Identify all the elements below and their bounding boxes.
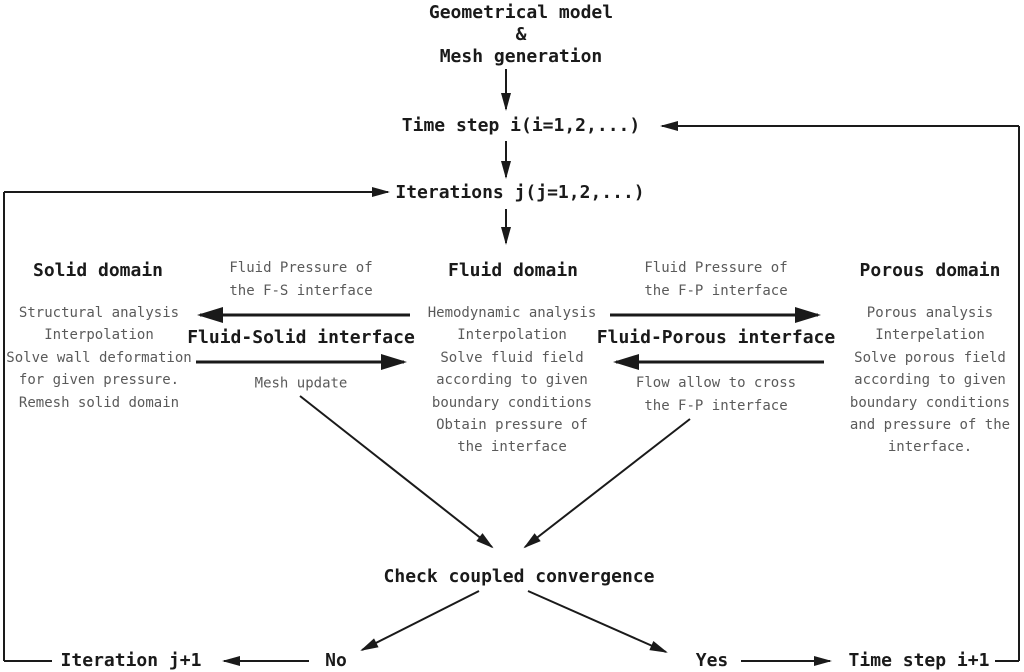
fp-interface-top-label-line: Fluid Pressure of (644, 260, 788, 276)
fluid-domain-line: the interface (457, 439, 567, 456)
yes-branch-label: Yes (695, 650, 729, 671)
porous-domain-line: and pressure of the (849, 417, 1011, 434)
solid-domain-line: for given pressure. (18, 372, 180, 389)
fluid-domain-line: Obtain pressure of (436, 417, 588, 434)
fluid-domain-title: Fluid domain (447, 260, 579, 281)
fs-interface-bottom-label: Mesh update (254, 375, 348, 392)
arrow-check-to-no (360, 590, 480, 651)
porous-domain-line: according to given (854, 372, 1006, 389)
geometrical-model-line2: & (515, 24, 527, 45)
solid-domain-line: Remesh solid domain (18, 394, 180, 411)
fs-interface-top-label-line: Fluid Pressure of (229, 260, 373, 276)
solid-domain-line: Solve wall deformation (6, 349, 192, 366)
fp-interface-top-label-line: the F-P interface (644, 283, 788, 299)
solid-domain-title: Solid domain (32, 260, 164, 281)
fs-interface-title: Fluid-Solid interface (187, 327, 415, 348)
porous-domain-line: interface. (887, 439, 973, 456)
arrow-check-to-yes (527, 590, 668, 653)
fs-interface-top-label: Fluid Pressure of the F-S interface (229, 257, 372, 303)
iterations-node: Iterations j(j=1,2,...) (395, 182, 645, 203)
porous-domain-body: Porous analysis Interpelation Solve poro… (850, 302, 1010, 459)
no-branch-label: No (325, 650, 347, 671)
fp-interface-bottom-label-line: the F-P interface (644, 398, 788, 414)
geometrical-model-line1: Geometrical model (428, 2, 614, 23)
geometrical-model-node: Geometrical model & Mesh generation (429, 2, 613, 68)
fp-interface-top-label: Fluid Pressure of the F-P interface (644, 257, 787, 303)
solid-domain-line: Interpolation (44, 327, 154, 344)
iteration-next-node: Iteration j+1 (60, 650, 202, 671)
check-convergence-node: Check coupled convergence (383, 566, 655, 587)
fluid-domain-body: Hemodynamic analysis Interpolation Solve… (428, 302, 597, 459)
geometrical-model-line3: Mesh generation (439, 46, 603, 67)
fp-interface-bottom-label: Flow allow to cross the F-P interface (636, 372, 796, 418)
arrow-fs-to-check (299, 395, 494, 549)
fluid-domain-line: Hemodynamic analysis (427, 305, 597, 321)
fluid-domain-line: boundary conditions (431, 394, 593, 411)
time-step-node: Time step i(i=1,2,...) (401, 115, 641, 136)
porous-domain-line: Porous analysis (866, 305, 994, 321)
porous-domain-line: Solve porous field (854, 349, 1006, 366)
solid-domain-body: Structural analysis Interpolation Solve … (6, 302, 191, 414)
fp-interface-title: Fluid-Porous interface (596, 327, 836, 348)
fp-interface-bottom-label-line: Flow allow to cross (635, 375, 797, 391)
time-step-next-node: Time step i+1 (848, 650, 990, 671)
fluid-domain-line: Solve fluid field (440, 349, 584, 366)
porous-domain-title: Porous domain (859, 260, 1001, 281)
fluid-domain-line: according to given (436, 372, 588, 389)
solid-domain-line: Structural analysis (18, 305, 180, 321)
fluid-domain-line: Interpolation (457, 327, 567, 344)
porous-domain-line: boundary conditions (849, 394, 1011, 411)
fs-interface-top-label-line: the F-S interface (229, 283, 373, 299)
porous-domain-line: Interpelation (875, 327, 985, 344)
arrow-fp-to-check (523, 418, 691, 549)
